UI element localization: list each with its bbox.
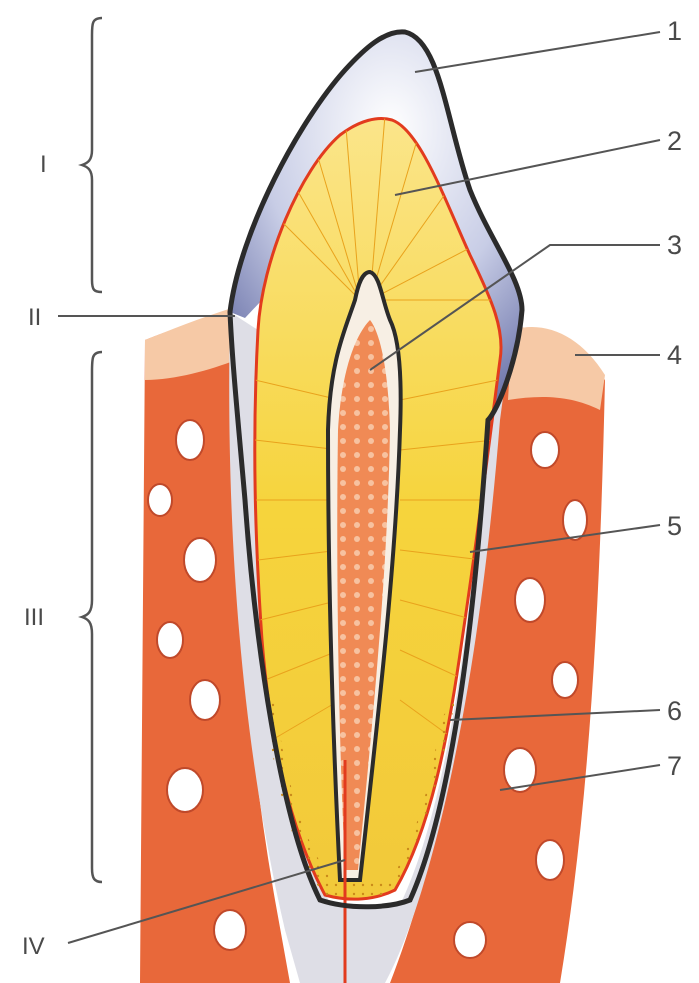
leader-1 — [415, 32, 660, 72]
region-braces — [82, 18, 102, 882]
callout-7: 7 — [667, 751, 682, 781]
region-I: I — [40, 151, 47, 178]
callout-6: 6 — [667, 696, 682, 726]
region-II: II — [28, 304, 41, 331]
callout-1: 1 — [667, 16, 682, 46]
callout-3: 3 — [667, 230, 682, 260]
brace-I — [82, 18, 102, 292]
brace-III — [82, 352, 102, 882]
callout-5: 5 — [667, 511, 682, 541]
callout-2: 2 — [667, 126, 682, 156]
region-III: III — [24, 604, 44, 631]
callout-4: 4 — [667, 340, 682, 370]
region-IV: IV — [22, 933, 45, 960]
gum-crest-right — [508, 327, 605, 410]
